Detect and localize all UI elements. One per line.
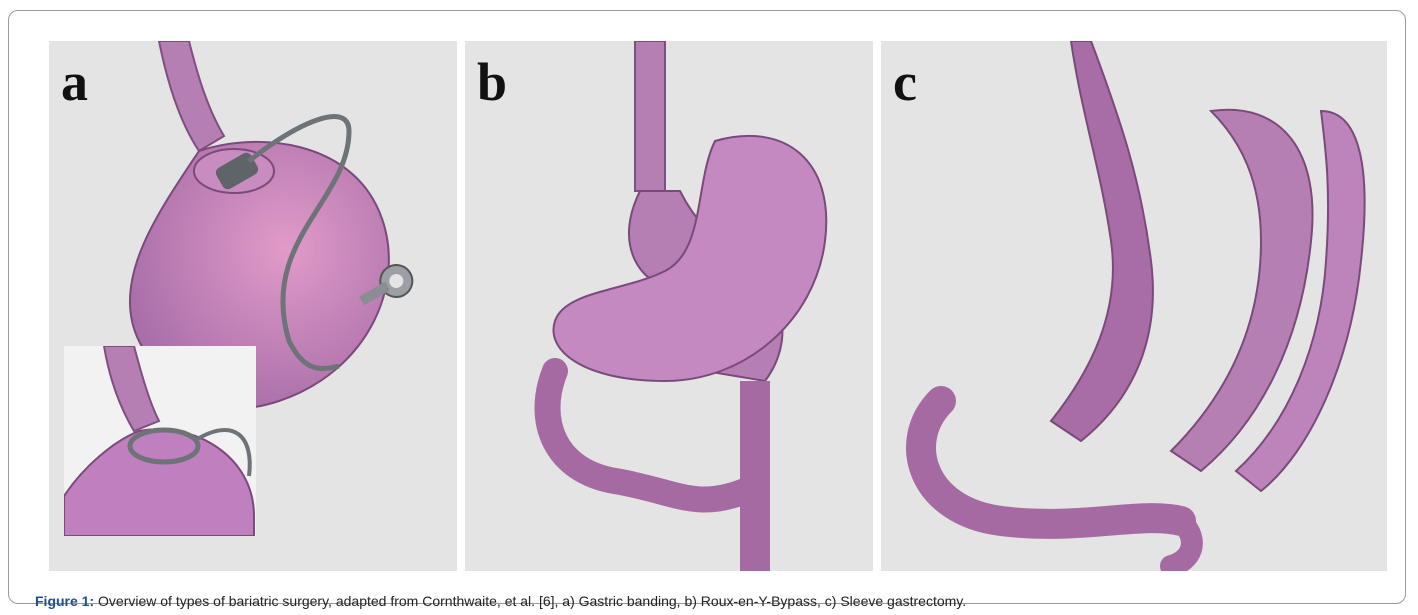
panel-letter-a: a <box>61 55 88 109</box>
panel-a: a <box>49 41 457 571</box>
caption-label: Figure 1: <box>35 593 94 609</box>
roux-en-y-illustration <box>465 41 873 571</box>
panel-c: c <box>881 41 1387 571</box>
sleeve-gastrectomy-illustration <box>881 41 1387 571</box>
figure-image: a b c <box>49 41 1387 571</box>
figure-frame: a b c Figure 1: Overview o <box>8 10 1406 604</box>
figure-caption: Figure 1: Overview of types of bariatric… <box>35 593 966 609</box>
panel-letter-c: c <box>893 55 917 109</box>
band-inset-illustration <box>64 346 256 536</box>
band-inset <box>64 346 256 536</box>
panel-b: b <box>465 41 873 571</box>
caption-text: Overview of types of bariatric surgery, … <box>94 593 966 609</box>
panel-letter-b: b <box>477 55 507 109</box>
